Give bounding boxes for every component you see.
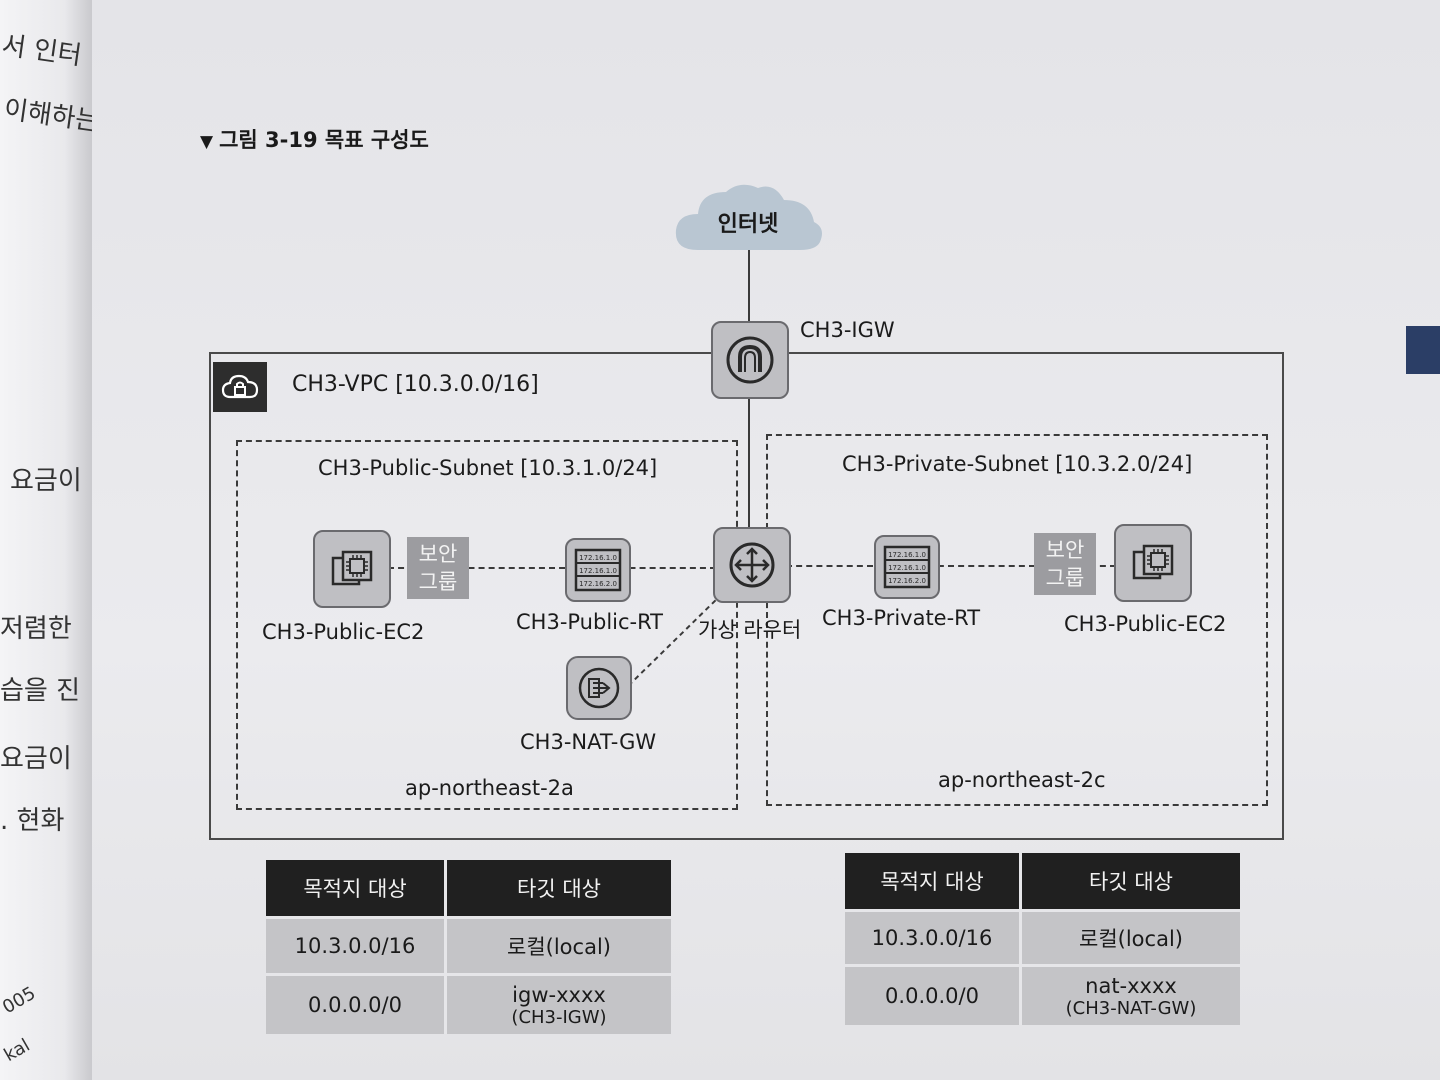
target-main: igw-xxxx	[512, 982, 606, 1007]
rt-ip-3: 172.16.2.0	[579, 580, 617, 588]
target-sub: (CH3-IGW)	[511, 1006, 607, 1028]
rt-ip-2: 172.16.1.0	[579, 567, 617, 575]
route-table-icon: 172.16.1.0 172.16.1.0 172.16.2.0	[574, 548, 622, 592]
private-rt-label: CH3-Private-RT	[822, 606, 981, 630]
private-ec2-label: CH3-Public-EC2	[1064, 612, 1227, 636]
private-security-group: 보안 그룹	[1034, 533, 1096, 595]
table-row: 10.3.0.0/16 로컬(local)	[845, 909, 1240, 966]
sg-label-line2: 그룹	[418, 570, 458, 594]
nat-gw-node	[566, 656, 632, 720]
private-subnet-boundary	[766, 434, 1268, 806]
public-az-label: ap-northeast-2a	[405, 776, 574, 800]
sg-label-line2: 그룹	[1045, 566, 1085, 590]
margin-fragment: 이해하는	[2, 94, 101, 138]
router-icon	[729, 542, 775, 588]
chapter-tab-mark	[1406, 326, 1440, 374]
sg-label-line1: 보안	[418, 542, 458, 566]
column-header: 목적지 대상	[266, 860, 447, 918]
nat-gw-label: CH3-NAT-GW	[520, 730, 657, 754]
table-row: 0.0.0.0/0 igw-xxxx (CH3-IGW)	[266, 973, 671, 1034]
table-header-row: 목적지 대상 타깃 대상	[266, 860, 671, 918]
ec2-chip-icon	[331, 550, 373, 586]
public-rt-label: CH3-Public-RT	[516, 610, 664, 634]
table-row: 10.3.0.0/16 로컬(local)	[266, 916, 671, 975]
ec2-chip-icon	[1132, 544, 1174, 580]
private-az-label: ap-northeast-2c	[938, 768, 1106, 792]
target-main: nat-xxxx	[1085, 973, 1177, 998]
igw-label: CH3-IGW	[800, 318, 895, 342]
private-connection-line	[786, 565, 1116, 567]
rt-ip-1: 172.16.1.0	[888, 551, 926, 559]
margin-fragment: kal	[0, 1034, 34, 1067]
margin-fragment: 005	[0, 982, 40, 1019]
table-row: 0.0.0.0/0 nat-xxxx (CH3-NAT-GW)	[845, 964, 1240, 1025]
margin-fragment: 습을 진	[0, 676, 81, 706]
public-rt-node: 172.16.1.0 172.16.1.0 172.16.2.0	[565, 538, 631, 602]
public-ec2-label: CH3-Public-EC2	[262, 620, 425, 644]
target-sub: (CH3-NAT-GW)	[1065, 997, 1197, 1019]
rt-ip-2: 172.16.1.0	[888, 564, 926, 572]
private-rt-node: 172.16.1.0 172.16.1.0 172.16.2.0	[874, 535, 940, 599]
left-page-margin: 서 인터 이해하는 요금이 저렴한 습을 진 요금이 . 현화 005 kal	[0, 0, 101, 1080]
virtual-router-node	[713, 527, 791, 603]
rt-ip-1: 172.16.1.0	[579, 554, 617, 562]
private-subnet-label: CH3-Private-Subnet [10.3.2.0/24]	[842, 452, 1193, 476]
dest-cell: 0.0.0.0/0	[845, 964, 1022, 1025]
public-subnet-label: CH3-Public-Subnet [10.3.1.0/24]	[318, 456, 658, 480]
target-cell: igw-xxxx (CH3-IGW)	[445, 973, 671, 1034]
margin-fragment: 저렴한	[0, 614, 72, 644]
target-cell: 로컬(local)	[445, 916, 671, 975]
nat-router-line	[623, 593, 723, 691]
margin-fragment: . 현화	[0, 806, 65, 836]
cloud-igw-line	[748, 250, 750, 322]
public-ec2-node	[313, 530, 391, 608]
dest-cell: 0.0.0.0/0	[266, 973, 447, 1034]
column-header: 목적지 대상	[845, 853, 1022, 911]
column-header: 타깃 대상	[445, 860, 671, 918]
public-connection-line	[388, 567, 716, 569]
margin-fragment: 서 인터	[0, 30, 84, 72]
column-header: 타깃 대상	[1020, 853, 1240, 911]
public-security-group: 보안 그룹	[407, 537, 469, 599]
cloud-label: 인터넷	[717, 212, 779, 237]
private-ec2-node	[1114, 524, 1192, 602]
vpc-lock-cloud-icon	[213, 362, 267, 412]
public-route-table: 목적지 대상 타깃 대상 10.3.0.0/16 로컬(local) 0.0.0…	[266, 860, 671, 1034]
router-label: 가상 라우터	[698, 618, 802, 642]
igw-node	[711, 321, 789, 399]
target-cell: 로컬(local)	[1020, 909, 1240, 966]
margin-fragment: 요금이	[0, 744, 72, 774]
private-route-table: 목적지 대상 타깃 대상 10.3.0.0/16 로컬(local) 0.0.0…	[845, 853, 1240, 1025]
rt-ip-3: 172.16.2.0	[888, 577, 926, 585]
nat-gateway-icon	[578, 667, 620, 709]
margin-fragment: 요금이	[10, 466, 82, 496]
igw-router-line	[748, 396, 750, 528]
caption-text: 그림 3-19 목표 구성도	[219, 128, 429, 152]
dest-cell: 10.3.0.0/16	[266, 916, 447, 975]
dest-cell: 10.3.0.0/16	[845, 909, 1022, 966]
figure-caption: ▼그림 3-19 목표 구성도	[200, 124, 429, 154]
cloud-icon	[675, 184, 822, 250]
public-subnet-boundary	[236, 440, 738, 810]
triangle-down-icon: ▼	[200, 132, 214, 152]
internet-gateway-icon	[726, 336, 774, 384]
route-table-icon: 172.16.1.0 172.16.1.0 172.16.2.0	[883, 545, 931, 589]
internet-cloud: 인터넷	[668, 178, 828, 258]
vpc-label: CH3-VPC [10.3.0.0/16]	[292, 372, 539, 397]
sg-label-line1: 보안	[1045, 538, 1085, 562]
target-cell: nat-xxxx (CH3-NAT-GW)	[1020, 964, 1240, 1025]
table-header-row: 목적지 대상 타깃 대상	[845, 853, 1240, 911]
